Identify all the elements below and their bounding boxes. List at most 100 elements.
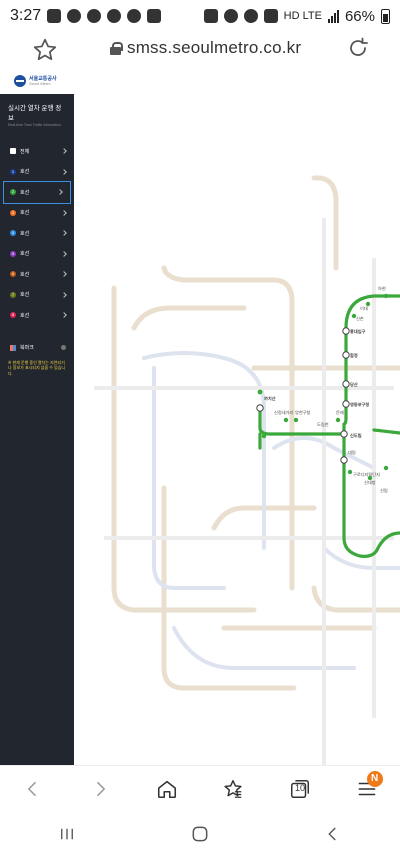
station-label: 신림	[380, 487, 388, 493]
station-dot[interactable]	[365, 301, 371, 307]
line-badge: 1	[10, 168, 16, 175]
menu-item-line-5[interactable]: 5 호선	[0, 244, 74, 265]
lock-icon	[110, 41, 123, 55]
station-marker[interactable]	[342, 351, 350, 359]
recent-apps-button[interactable]	[52, 819, 82, 849]
gear-icon	[67, 9, 82, 23]
status-time: 3:27	[10, 7, 42, 24]
subway-map[interactable]: 까치산 신정네거리 양천구청 도림천 신도림 문래 영등포구청 당산 합정 홍대…	[74, 68, 400, 765]
station-label: 문래	[336, 409, 344, 416]
battery-percent: 66%	[344, 7, 375, 25]
logo-text: 서울교통공사 Seoul Metro	[29, 75, 57, 86]
sidebar: 서울교통공사 Seoul Metro 실시간 열차 운행 정보 Real-tim…	[0, 68, 74, 765]
bookmark-icon	[10, 344, 16, 351]
station-dot[interactable]	[283, 417, 289, 423]
station-label: 신촌	[356, 315, 364, 321]
home-icon	[157, 780, 176, 798]
menu-button[interactable]: N	[349, 770, 385, 807]
menu-item-line-7[interactable]: 7 호선	[0, 285, 74, 306]
faded-lines-gray	[94, 218, 394, 765]
menu-item-line-3[interactable]: 3 호선	[0, 203, 74, 224]
favorites-label: 북마크	[20, 345, 34, 351]
toggle-dot[interactable]	[61, 345, 66, 350]
chevron-right-icon	[61, 291, 67, 298]
sidebar-title: 실시간 열차 운행 정보 Real-time Train Traffic Inf…	[0, 94, 74, 127]
menu-item-line-8[interactable]: 8 호선	[0, 305, 74, 326]
back-button[interactable]	[15, 771, 51, 807]
notification-badge: N	[366, 770, 383, 787]
station-dot[interactable]	[293, 417, 299, 423]
notice-text: ※ 현재 운행 중인 열차는 지연되거나 정보가 표시되지 않을 수 있습니다.	[8, 359, 66, 376]
chevron-left-icon	[28, 781, 37, 796]
logo-ko: 서울교통공사	[29, 75, 57, 82]
menu-label: 호선	[20, 271, 30, 278]
station-marker[interactable]	[342, 380, 350, 388]
station-marker[interactable]	[342, 327, 350, 335]
forward-button[interactable]	[82, 771, 118, 807]
menu-item-line-4[interactable]: 4 호선	[0, 223, 74, 244]
station-dot[interactable]	[351, 313, 357, 319]
line-2-marker	[257, 389, 263, 395]
station-label: 홍대입구	[350, 328, 366, 335]
bookmark-star-icon[interactable]	[32, 37, 58, 63]
station-dot[interactable]	[347, 469, 353, 475]
bookmarks-button[interactable]	[215, 771, 251, 807]
station-label: 당산	[350, 381, 358, 388]
menu-label: 호선	[20, 189, 30, 196]
line-badge: 7	[10, 291, 16, 298]
station-marker[interactable]	[340, 430, 348, 438]
station-label: 아현	[378, 285, 386, 292]
station-marker[interactable]	[256, 404, 264, 412]
fan-icon	[127, 9, 142, 23]
line-badge: 3	[10, 209, 16, 216]
menu-label: 호선	[20, 312, 30, 319]
station-dot[interactable]	[383, 465, 389, 471]
menu-item-line-1[interactable]: 1 호선	[0, 162, 74, 183]
stations: 까치산 신정네거리 양천구청 도림천 신도림 문래 영등포구청 당산 합정 홍대…	[256, 285, 389, 493]
home-nav-button[interactable]	[185, 819, 215, 849]
station-label: 영등포구청	[350, 401, 369, 408]
station-label: 대림	[348, 449, 356, 456]
station-marker[interactable]	[342, 400, 350, 408]
address-field[interactable]: smss.seoulmetro.co.kr	[110, 38, 301, 58]
menu-label: 호선	[20, 230, 30, 237]
favorites-row[interactable]: 북마크	[0, 340, 74, 356]
menu-label: 호선	[20, 251, 30, 258]
home-button[interactable]	[149, 771, 185, 807]
reload-icon[interactable]	[346, 36, 370, 60]
station-marker[interactable]	[340, 456, 348, 464]
menu-item-all[interactable]: 전체	[0, 141, 74, 162]
station-label: 도림천	[317, 421, 329, 427]
tabs-button[interactable]: 10	[282, 771, 318, 807]
chevron-right-icon	[96, 781, 106, 796]
station-dot[interactable]	[261, 433, 267, 439]
browser-url-bar: smss.seoulmetro.co.kr	[0, 32, 400, 68]
station-label: 양천구청	[295, 409, 311, 416]
menu-item-line-2[interactable]: 2 호선	[3, 181, 71, 204]
menu-item-line-6[interactable]: 6 호선	[0, 264, 74, 285]
station-label: 신도림	[350, 432, 362, 439]
station-dot[interactable]	[367, 475, 373, 481]
home-nav-icon	[192, 826, 208, 842]
network-type: HD LTE	[283, 10, 322, 22]
station-label: 까치산	[264, 395, 276, 402]
line-menu: 전체 1 호선 2 호선 3 호선 4 호선	[0, 141, 74, 326]
line-badge: 6	[10, 271, 16, 278]
menu-label: 전체	[20, 148, 30, 155]
seoul-metro-logo-icon	[14, 75, 26, 87]
line-badge: 8	[10, 312, 16, 319]
battery-icon	[381, 8, 390, 24]
status-bar: 3:27 HD LTE 66%	[0, 0, 400, 32]
link-icon	[87, 9, 102, 23]
chevron-right-icon	[61, 312, 67, 319]
station-dot[interactable]	[383, 293, 389, 299]
browser-toolbar: 10 N	[0, 765, 400, 811]
chevron-right-icon	[61, 168, 67, 175]
logo[interactable]: 서울교통공사 Seoul Metro	[0, 68, 74, 94]
title-en: Real-time Train Traffic Information	[8, 123, 61, 127]
back-nav-button[interactable]	[318, 819, 348, 849]
faded-lines	[111, 175, 400, 691]
station-dot[interactable]	[335, 417, 341, 423]
menu-label: 호선	[20, 169, 30, 176]
title-ko: 실시간 열차 운행 정보	[8, 105, 62, 122]
